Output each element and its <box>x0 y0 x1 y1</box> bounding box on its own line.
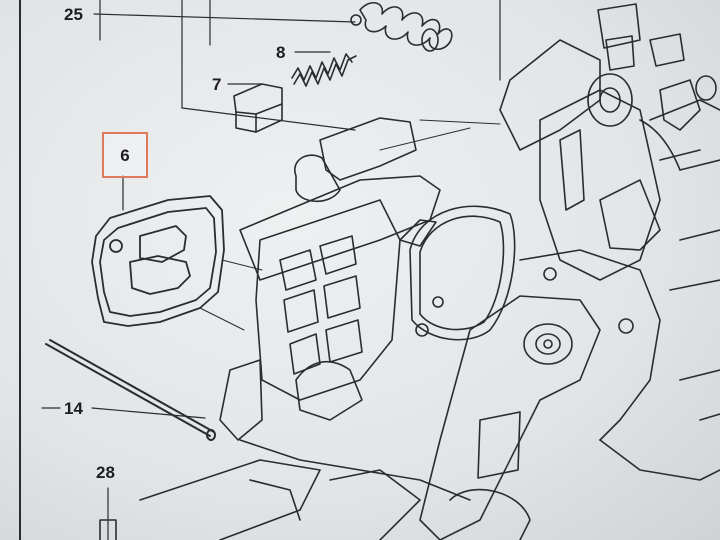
leader-diagonal-left <box>181 107 356 131</box>
part-7-block <box>233 83 283 133</box>
part-6-gasket <box>91 195 225 327</box>
cylinder-bore <box>399 205 516 341</box>
callout-28[interactable]: 28 <box>96 463 115 482</box>
part-8-spring <box>291 53 357 87</box>
assembly-guide-lines <box>199 119 501 331</box>
callout-14[interactable]: 14 <box>64 399 83 418</box>
callout-8[interactable]: 8 <box>276 43 286 62</box>
part-14-rod <box>45 339 216 441</box>
part-28-marker <box>99 487 117 540</box>
callout-25[interactable]: 25 <box>64 5 83 24</box>
leader-lines <box>41 0 501 419</box>
leader-25 <box>93 13 356 23</box>
callout-6-label: 6 <box>120 145 130 165</box>
throttle-mechanism <box>587 3 717 171</box>
callout-6-highlighted[interactable]: 6 <box>102 132 148 178</box>
callout-7[interactable]: 7 <box>212 75 222 94</box>
crank-arm <box>419 295 601 540</box>
right-housing <box>415 39 720 481</box>
part-25-spring <box>350 2 453 52</box>
crankcase-body <box>139 117 471 540</box>
